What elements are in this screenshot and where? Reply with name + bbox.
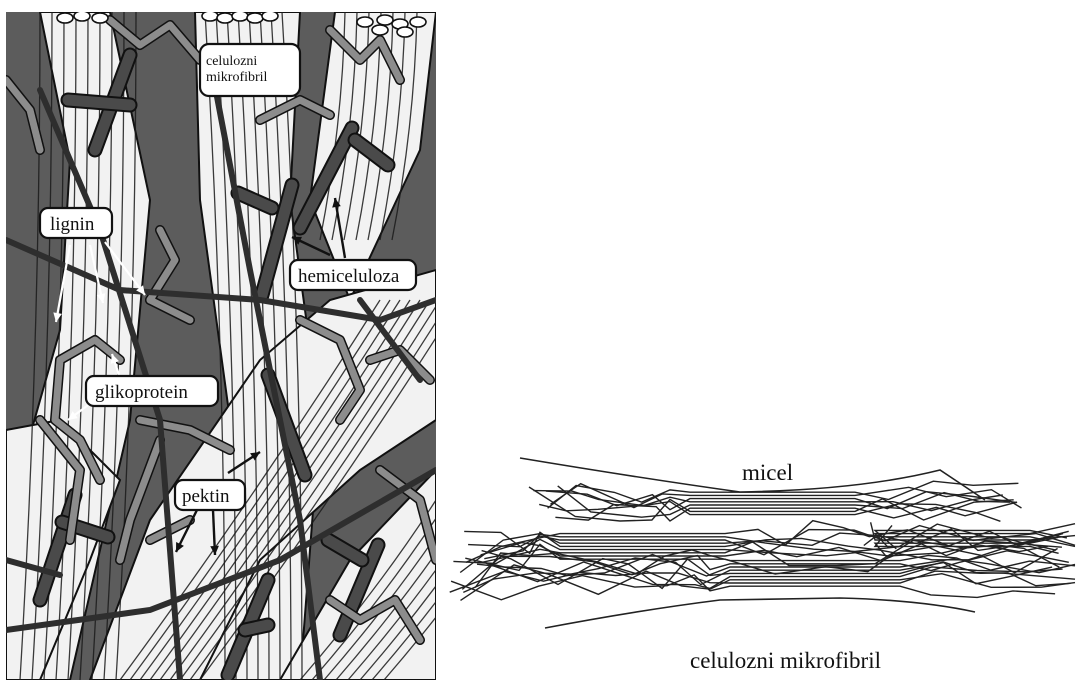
cellulose-chain: [545, 598, 975, 628]
label-cellulose-microfibril: celulozni mikrofibril: [200, 44, 300, 96]
label-hemicellulose-text: hemiceluloza: [298, 266, 400, 287]
label-glycoprotein-text: glikoprotein: [95, 382, 188, 403]
cellulose-chain: [450, 571, 1071, 592]
fiber-end-circle: [202, 11, 218, 21]
fiber-end-circle: [357, 17, 373, 27]
fiber-end-circle: [232, 11, 248, 21]
label-glycoprotein: glikoprotein: [86, 376, 218, 406]
fiber-end-circle: [397, 27, 413, 37]
cell-wall-illustration: celulozni mikrofibril lignin hemiceluloz…: [6, 11, 520, 680]
fiber-end-circle: [74, 11, 90, 21]
hemicellulose-rod: [68, 100, 130, 105]
label-pectin: pektin: [175, 480, 245, 510]
label-lignin-text: lignin: [50, 214, 95, 235]
cellulose-chain: [451, 575, 1055, 600]
fiber-end-circle: [57, 13, 73, 23]
label-cellulose-line2: mikrofibril: [206, 70, 268, 85]
microfibril-label: celulozni mikrofibril: [690, 648, 881, 673]
label-hemicellulose: hemiceluloza: [290, 260, 416, 290]
fiber-end-circle: [247, 13, 263, 23]
label-pectin-text: pektin: [182, 486, 230, 507]
fiber-end-circle: [410, 17, 426, 27]
micelle-diagram: micel celulozni mikrofibril: [450, 458, 1075, 673]
label-cellulose-line1: celulozni: [206, 54, 257, 69]
fiber-end-circle: [92, 13, 108, 23]
fiber-end-circle: [372, 25, 388, 35]
fiber-end-circle: [217, 13, 233, 23]
label-lignin: lignin: [40, 208, 112, 238]
fiber-end-circle: [262, 11, 278, 21]
hemicellulose-rod: [245, 625, 268, 630]
fiber-end-circle: [377, 15, 393, 25]
